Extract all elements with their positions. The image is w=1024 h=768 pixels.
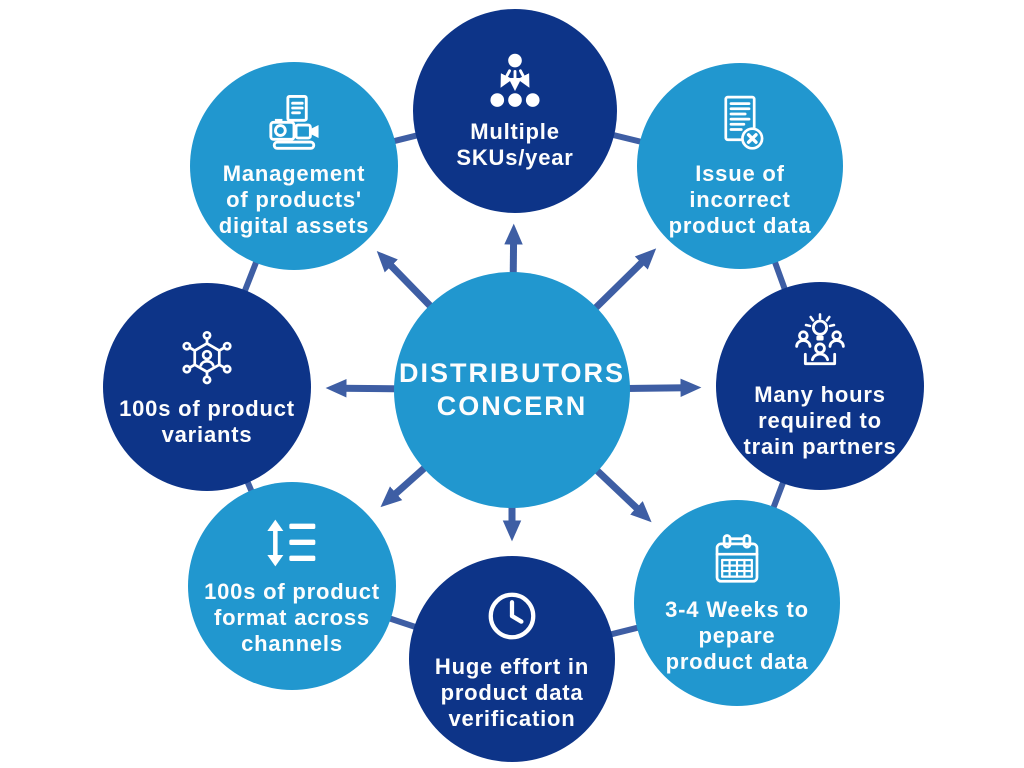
node-label: Many hours required to train partners (743, 382, 897, 459)
clock-icon (488, 593, 536, 640)
node-label: Issue of incorrect product data (668, 161, 812, 238)
node-label: 3-4 Weeks to pepare product data (665, 597, 809, 674)
node-label: Multiple SKUs/year (456, 119, 574, 170)
node-label: 100s of product variants (119, 396, 295, 447)
node-incorrect-data: Issue of incorrect product data (637, 63, 843, 269)
node-digital-assets: Management of products' digital assets (190, 62, 398, 270)
node-product-variants: 100s of product variants (103, 283, 311, 491)
node-format-channels: 100s of product format across channels (188, 482, 396, 690)
hub-label: DISTRIBUTORS CONCERN (398, 358, 625, 421)
training-people-icon (795, 313, 845, 366)
node-label: Management of products' digital assets (218, 161, 370, 238)
calendar-icon (715, 534, 759, 584)
sort-lines-icon (267, 520, 316, 567)
media-assets-icon (269, 95, 319, 151)
node-verification-effort: Huge effort in product data verification (409, 556, 615, 762)
node-weeks-to-prepare: 3-4 Weeks to pepare product data (634, 500, 840, 706)
network-user-icon (182, 331, 232, 385)
hub-distributors-concern: DISTRIBUTORS CONCERN (394, 272, 630, 508)
node-label: Huge effort in product data verification (434, 654, 590, 731)
node-train-partners: Many hours required to train partners (716, 282, 924, 490)
node-label: 100s of product format across channels (204, 579, 380, 656)
node-multiple-skus: Multiple SKUs/year (413, 9, 617, 213)
sku-distribution-icon (490, 53, 540, 108)
document-error-icon (724, 96, 764, 151)
